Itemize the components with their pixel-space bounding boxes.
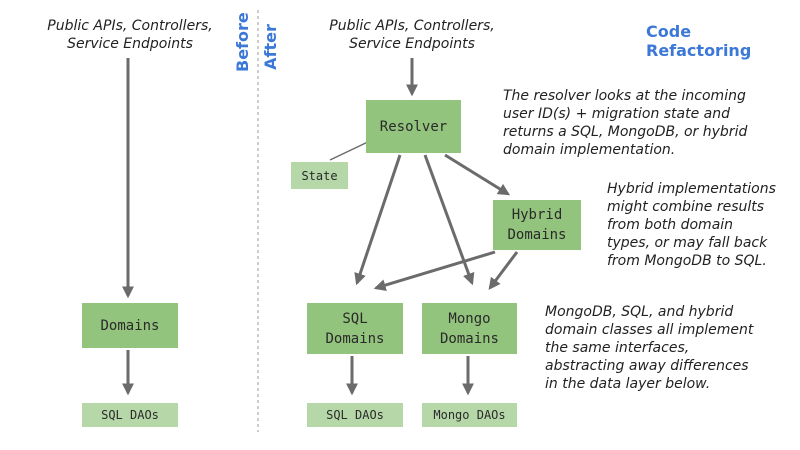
arrow-hybrid-to-mongo bbox=[488, 251, 519, 290]
state-box: State bbox=[291, 162, 348, 189]
after-header-label: Public APIs, Controllers, Service Endpoi… bbox=[329, 18, 495, 52]
before-domains-box: Domains bbox=[82, 303, 178, 348]
mongo-daos-box: Mongo DAOs bbox=[422, 403, 517, 427]
section-label-after: After bbox=[261, 24, 280, 70]
before-sql-daos-box: SQL DAOs bbox=[82, 403, 178, 427]
arrow-resolver-to-sql bbox=[354, 154, 402, 286]
note-interfaces: MongoDB, SQL, and hybrid domain classes … bbox=[545, 304, 754, 392]
connector-state-to-resolver bbox=[329, 139, 373, 161]
page-title: Code Refactoring bbox=[646, 22, 752, 60]
mongo-domains-box: Mongo Domains bbox=[422, 303, 517, 354]
resolver-box: Resolver bbox=[366, 100, 461, 153]
sql-domains-box: SQL Domains bbox=[307, 303, 403, 354]
arrow-resolver-to-mongo bbox=[423, 154, 475, 286]
section-label-before: Before bbox=[233, 12, 252, 72]
hybrid-domains-box: Hybrid Domains bbox=[493, 200, 581, 250]
note-hybrid: Hybrid implementations might combine res… bbox=[607, 181, 776, 269]
before-header-label: Public APIs, Controllers, Service Endpoi… bbox=[47, 18, 213, 52]
arrow-hybrid-to-sql bbox=[373, 250, 496, 291]
sql-daos-box: SQL DAOs bbox=[307, 403, 403, 427]
note-resolver: The resolver looks at the incoming user … bbox=[503, 88, 748, 158]
arrow-resolver-to-hybrid bbox=[444, 153, 511, 196]
